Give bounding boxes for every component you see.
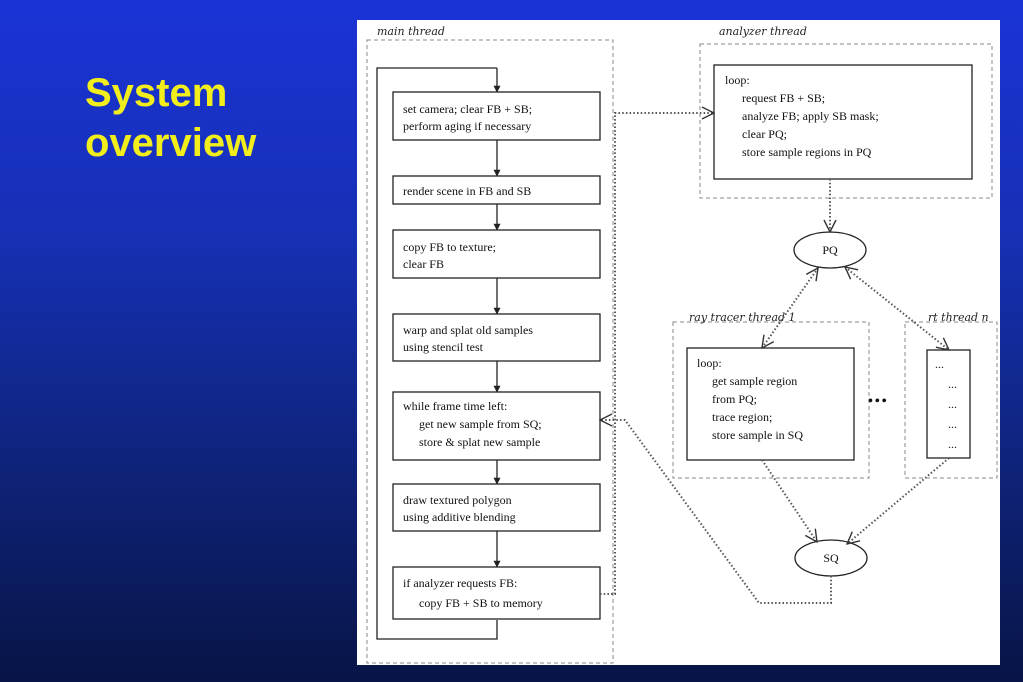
svg-text:warp and splat old samples: warp and splat old samples [403,323,533,337]
analyzer-thread-frame [699,43,993,199]
svg-text:render scene in FB and SB: render scene in FB and SB [403,184,531,198]
arrow-fb-to-analyzer [600,113,714,595]
svg-text:copy FB + SB to memory: copy FB + SB to memory [419,596,543,610]
svg-text:trace region;: trace region; [712,410,772,424]
more-threads-ellipsis: ••• [868,394,889,409]
svg-text:loop:: loop: [697,356,722,370]
arrow-rt-n-to-sq [847,457,950,544]
svg-text:get sample region: get sample region [712,374,797,388]
svg-text:if analyzer requests FB:: if analyzer requests FB: [403,576,517,590]
main-step-5: while frame time left: get new sample fr… [392,391,601,461]
svg-text:get new sample from SQ;: get new sample from SQ; [419,417,542,431]
svg-text:using additive blending: using additive blending [403,510,516,524]
svg-text:clear FB: clear FB [403,257,444,271]
svg-text:while frame time left:: while frame time left: [403,399,507,413]
main-step-6: draw textured polygon using additive ble… [392,483,601,532]
main-step-2: render scene in FB and SB [392,175,601,205]
svg-text:draw textured polygon: draw textured polygon [403,493,512,507]
svg-text:clear PQ;: clear PQ; [742,127,787,141]
main-thread-label: main thread [377,25,445,38]
svg-text:...: ... [935,357,944,371]
svg-text:...: ... [948,397,957,411]
rt-thread-n-box: ... ... ... ... ... [926,349,971,459]
main-step-7: if analyzer requests FB: copy FB + SB to… [392,566,601,620]
analyzer-loop-box: loop: request FB + SB; analyze FB; apply… [713,64,973,180]
arrow-ray-tracer-to-sq [761,459,817,542]
svg-text:...: ... [948,377,957,391]
svg-text:store sample regions in PQ: store sample regions in PQ [742,145,872,159]
pq-node: PQ [793,231,867,269]
svg-text:store & splat new sample: store & splat new sample [419,435,540,449]
svg-text:copy FB to texture;: copy FB to texture; [403,240,496,254]
main-step-1: set camera; clear FB + SB; perform aging… [392,91,601,141]
svg-text:PQ: PQ [822,243,838,257]
rt-thread-n-frame [904,321,998,479]
svg-text:from PQ;: from PQ; [712,392,757,406]
svg-text:...: ... [948,417,957,431]
svg-text:...: ... [948,437,957,451]
slide-title: System overview [85,71,257,165]
svg-text:perform aging if necessary: perform aging if necessary [403,119,531,133]
arrow-pq-ray-tracer [762,268,818,348]
svg-text:set camera; clear FB + SB;: set camera; clear FB + SB; [403,102,532,116]
svg-text:SQ: SQ [823,551,839,565]
main-thread-frame [366,39,614,664]
ray-tracer-loop-box: loop: get sample region from PQ; trace r… [686,347,855,461]
main-loop-line [376,67,498,640]
svg-text:using stencil test: using stencil test [403,340,484,354]
main-step-3: copy FB to texture; clear FB [392,229,601,279]
svg-text:request FB + SB;: request FB + SB; [742,91,825,105]
diagram-canvas: main thread analyzer thread ray tracer t… [366,25,998,664]
arrow-sq-to-main [600,420,832,604]
svg-text:analyze FB; apply SB mask;: analyze FB; apply SB mask; [742,109,879,123]
main-step-4: warp and splat old samples using stencil… [392,313,601,362]
svg-text:store sample in SQ: store sample in SQ [712,428,803,442]
rt-thread-n-label: rt thread n [928,311,989,324]
analyzer-thread-label: analyzer thread [719,25,807,38]
arrow-pq-rt-thread-n [845,267,949,350]
system-overview-diagram: main thread analyzer thread ray tracer t… [357,20,1000,665]
svg-text:loop:: loop: [725,73,750,87]
sq-node: SQ [794,539,868,577]
ray-tracer-thread-label: ray tracer thread 1 [689,311,796,324]
